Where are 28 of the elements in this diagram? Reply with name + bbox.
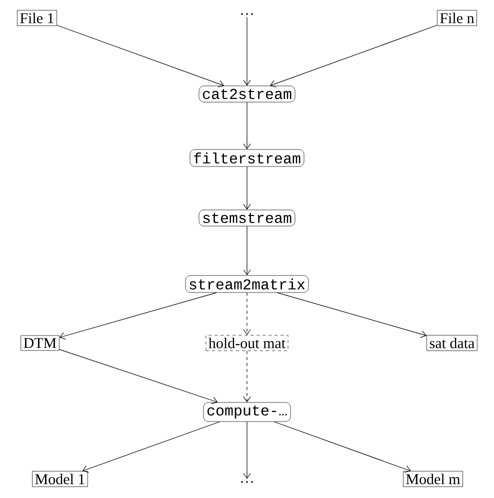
arrow xyxy=(270,24,438,88)
arrow xyxy=(82,421,220,473)
arrow xyxy=(243,292,251,336)
arrow xyxy=(243,350,251,402)
command-box: cat2stream xyxy=(198,86,296,102)
arrow xyxy=(243,226,251,276)
arrow xyxy=(56,24,224,88)
command-box: stemstream xyxy=(198,210,296,226)
arrow xyxy=(276,292,427,338)
process-box: sat data xyxy=(426,335,478,351)
arrow xyxy=(59,349,218,404)
arrow xyxy=(243,421,251,479)
process-box: hold-out mat xyxy=(206,335,288,351)
ellipsis-text: … xyxy=(238,479,256,485)
ellipsis-text: … xyxy=(238,11,256,17)
process-box: DTM xyxy=(20,335,60,351)
command-box: filterstream xyxy=(190,149,304,167)
arrow xyxy=(243,166,251,210)
process-box: File 1 xyxy=(17,10,57,26)
command-box: stream2matrix xyxy=(185,275,309,293)
process-box: File n xyxy=(437,10,477,26)
process-box: Model m xyxy=(403,471,463,487)
arrow xyxy=(243,16,251,86)
arrow xyxy=(274,421,411,473)
command-box: compute-… xyxy=(203,402,291,422)
arrow xyxy=(243,102,251,150)
process-box: Model 1 xyxy=(32,471,88,487)
arrow xyxy=(59,292,217,340)
